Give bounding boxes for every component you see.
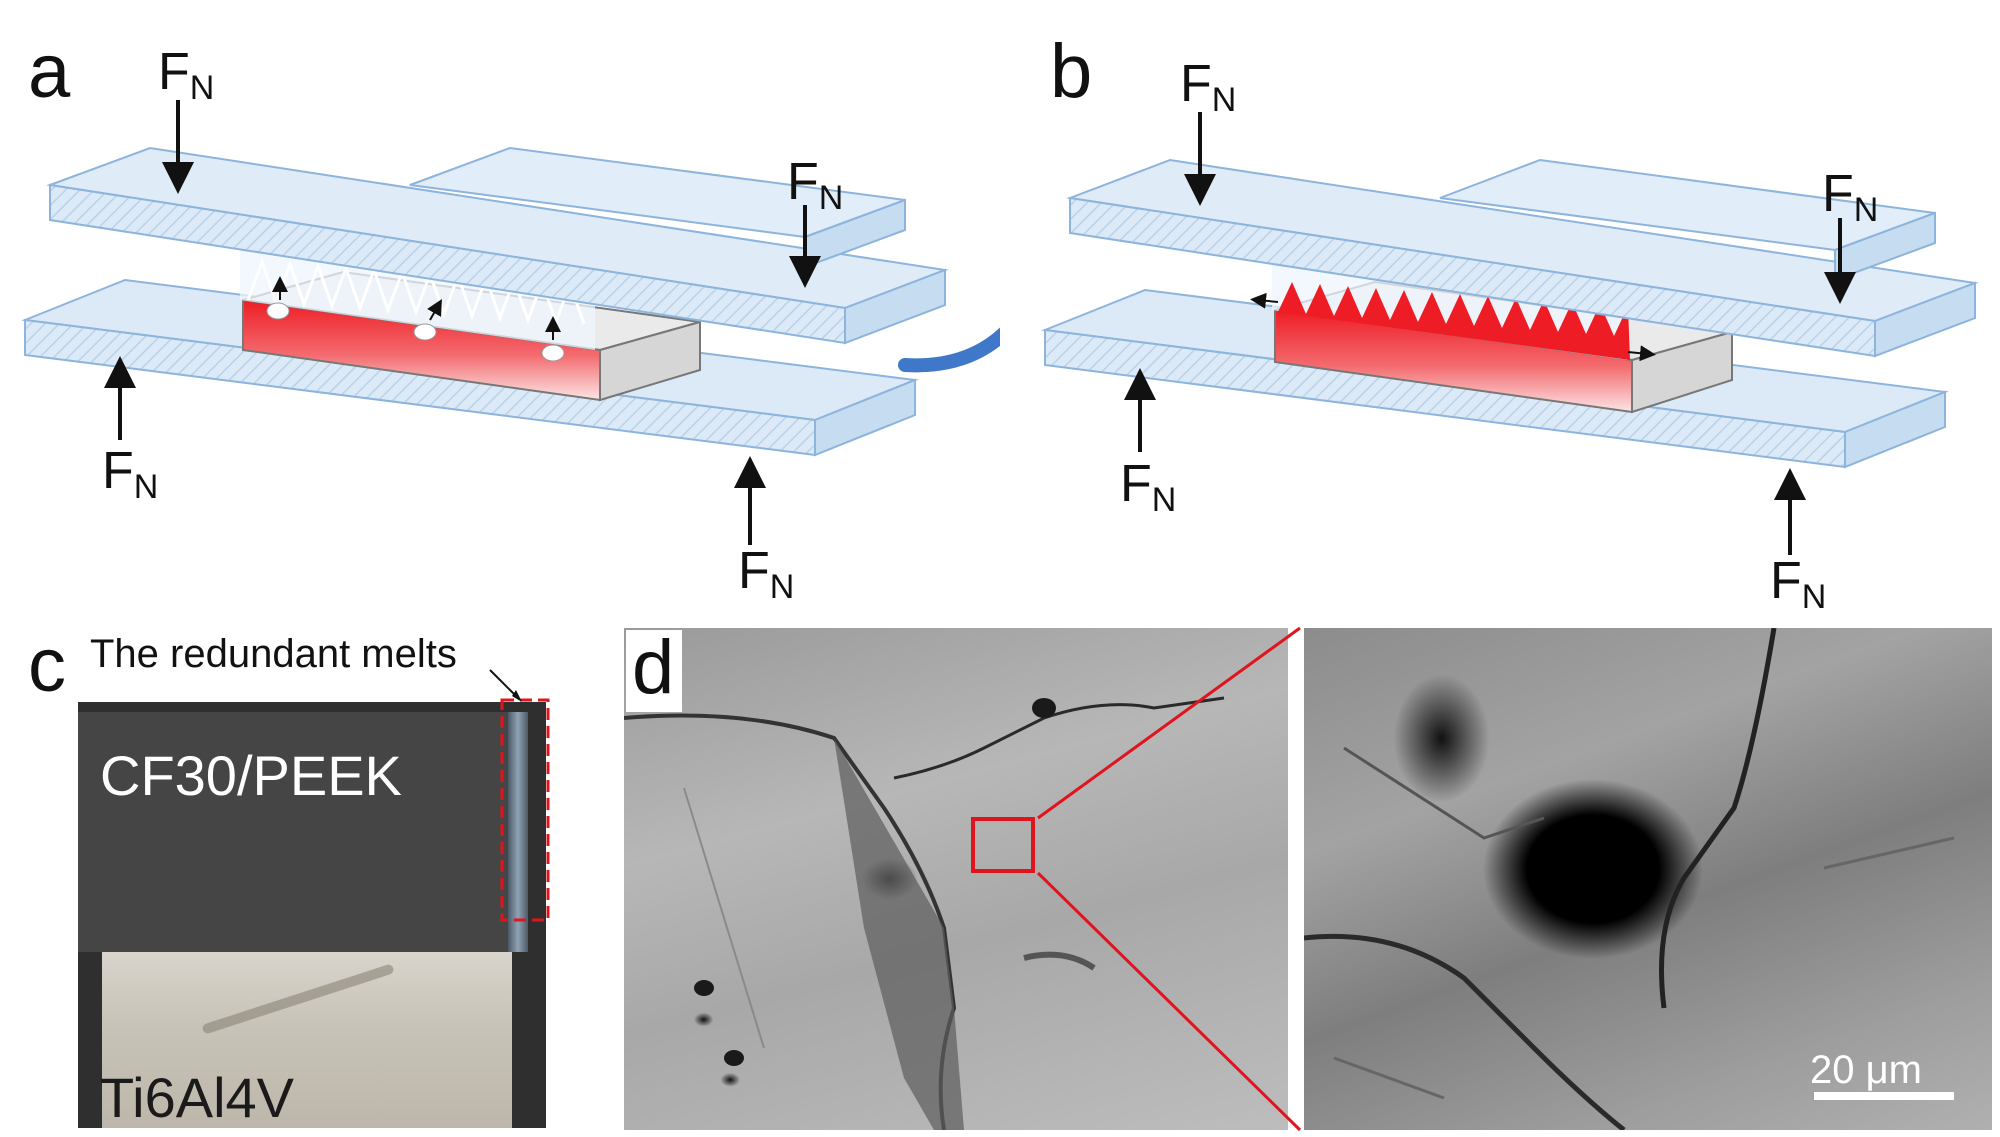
panel-d-label: d [626,630,683,712]
melt-edge [508,712,528,952]
force-label-b2: FN [1822,168,1878,227]
force-label-a4: FN [738,545,794,604]
force-symbol: F [1822,165,1854,223]
force-subscript: N [189,69,215,107]
force-subscript: N [1801,578,1827,616]
force-label-b1: FN [1180,58,1236,117]
force-symbol: F [787,153,819,211]
force-symbol: F [1770,552,1802,610]
peek-plate [78,712,508,952]
panel-b-label: b [1050,29,1093,114]
force-subscript: N [1853,191,1879,229]
sem-high-mag [1304,628,1992,1130]
upper-plate-b [1066,158,1979,358]
sem-high-mag-texture [1304,628,1955,1130]
force-symbol: F [738,542,770,600]
sem-highlight-box [971,817,1035,873]
force-subscript: N [769,568,795,606]
force-symbol: F [102,442,134,500]
ti-label: Ti6Al4V [100,1066,295,1129]
force-subscript: N [1211,81,1237,119]
force-label-a1: FN [158,46,214,105]
sem-low-mag-texture [624,696,1225,1130]
force-subscript: N [1151,481,1177,519]
force-symbol: F [158,43,190,101]
force-subscript: N [818,179,844,217]
force-label-b3: FN [1120,458,1176,517]
panel-a-label: a [28,29,71,114]
ti-plate [102,938,512,1128]
panel-b-diagram [1041,112,1979,555]
panel-c-label: c [28,623,66,708]
force-label-a2: FN [787,156,843,215]
joint-block-b [1250,262,1733,414]
force-symbol: F [1180,55,1212,113]
panel-a-diagram [21,100,1000,545]
specimen-photo [78,702,546,1128]
transition-arrow [898,327,1000,373]
joint-block-a [240,250,701,402]
force-symbol: F [1120,455,1152,513]
force-subscript: N [133,468,159,506]
sem-low-mag [624,628,1288,1130]
annotation-pointer [489,669,519,699]
force-label-a3: FN [102,445,158,504]
redundant-melt-box [500,698,550,922]
scale-bar-label: 20 μm [1810,1048,1922,1092]
scale-bar [1814,1092,1954,1100]
peek-label: CF30/PEEK [100,744,402,807]
force-label-b4: FN [1770,555,1826,614]
redundant-melts-annotation: The redundant melts [90,632,457,676]
back-plate-b [1439,158,1936,282]
panel-c-markup [489,669,550,922]
upper-plate-a [46,146,949,345]
